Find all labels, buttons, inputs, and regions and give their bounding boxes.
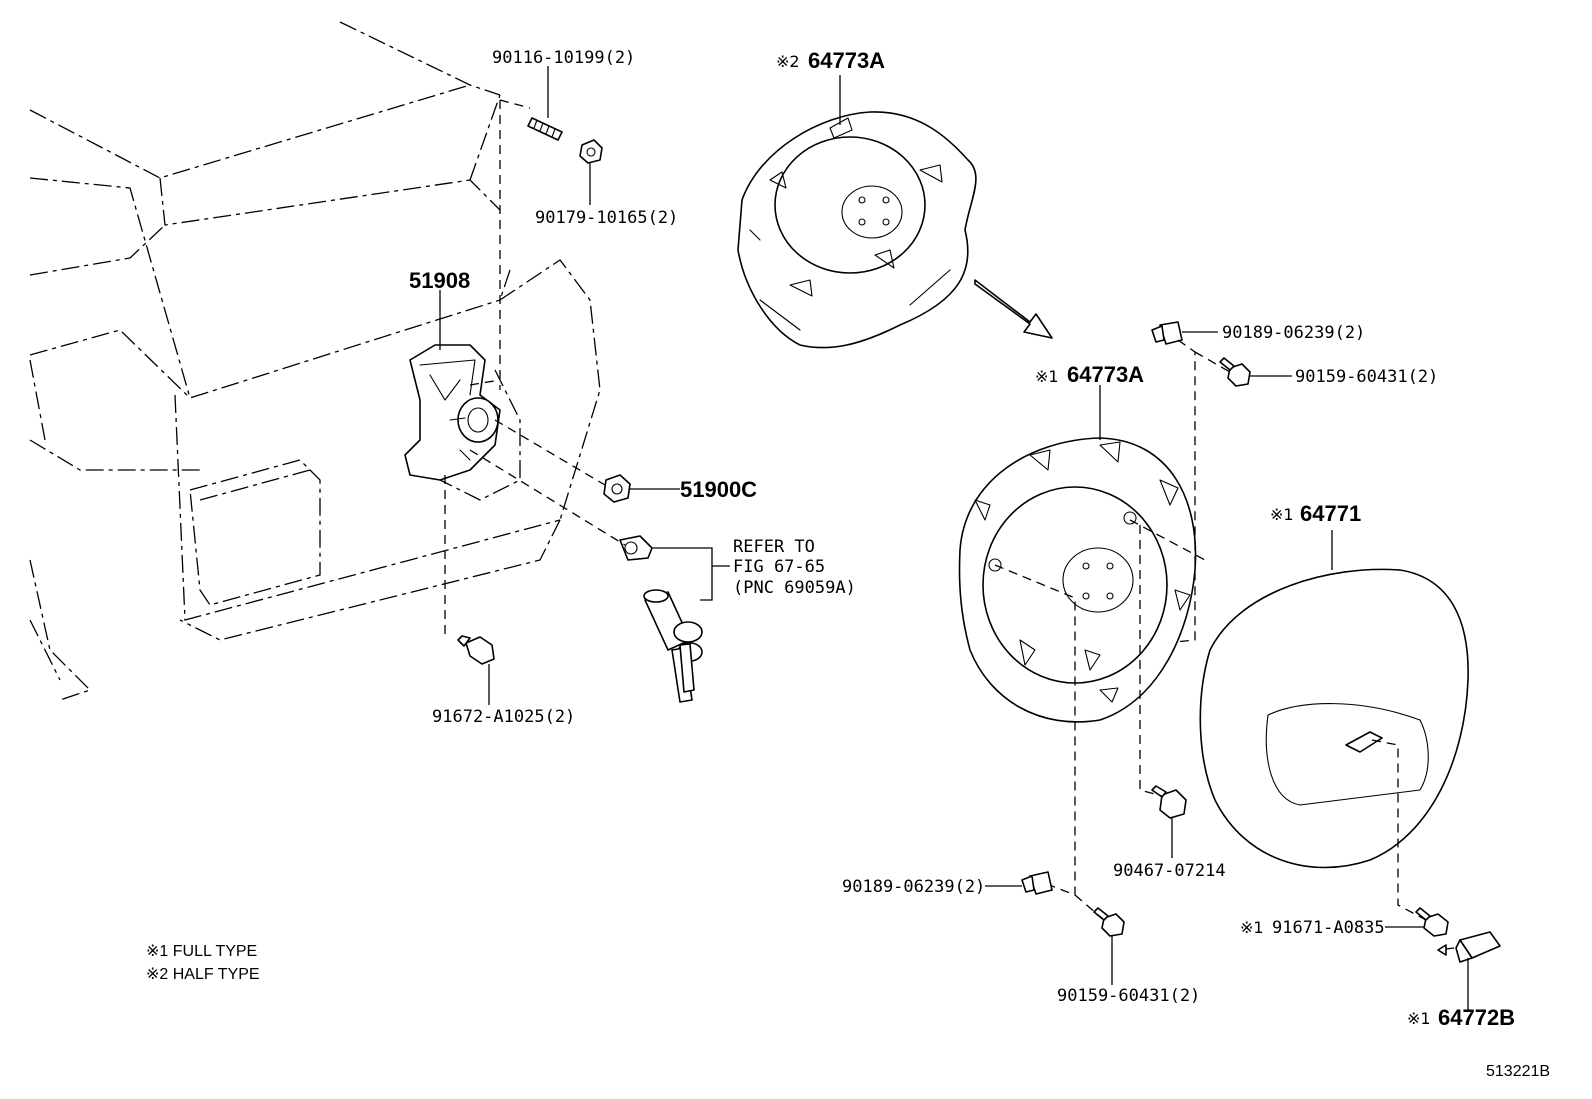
label-refer-line1: REFER TO [733,537,815,557]
label-90179: 90179-10165(2) [535,208,678,228]
lock-cylinder [619,535,653,561]
mark-64772b: ※1 [1407,1009,1431,1028]
label-64773a-full: 64773A [1067,362,1144,387]
screw-91671 [1415,907,1449,937]
clip-90189-bottom [1021,871,1053,895]
note-half-type: ※2 HALF TYPE [146,966,260,983]
mark-64773a-full: ※1 [1035,367,1059,386]
lock-key-set [643,589,703,703]
clip-90189-top [1151,321,1183,345]
nut-51900c [603,474,631,503]
label-51900c: 51900C [680,477,757,502]
label-90467: 90467-07214 [1113,861,1226,881]
cap-64772b [1437,931,1501,963]
spare-cover-full-64771 [1199,568,1469,869]
bolt-90467 [1151,785,1187,819]
assembly-lines-left [444,99,626,635]
label-90189-top: 90189-06239(2) [1222,323,1365,343]
label-51908: 51908 [409,268,470,293]
mark-64771: ※1 [1270,505,1294,524]
leader-lines [439,66,1469,1010]
label-91672: 91672-A1025(2) [432,707,575,727]
nut-90179 [579,139,603,164]
carrier-bracket-51908 [404,344,501,481]
label-90116: 90116-10199(2) [492,48,635,68]
label-90159-bottom: 90159-60431(2) [1057,986,1200,1006]
note-full-type: ※1 FULL TYPE [146,943,257,960]
label-90159-top: 90159-60431(2) [1295,367,1438,387]
arrow-indicator [974,279,1053,339]
screw-90159-top [1219,357,1251,387]
spare-cover-full-base-64773a [958,437,1197,723]
spare-cover-half-64773a [737,111,977,349]
label-64773a-half: 64773A [808,48,885,73]
figure-id: 513221B [1486,1063,1550,1080]
screw-90159-bottom [1093,907,1125,937]
vehicle-body-outline [29,21,601,701]
label-refer-line3: (PNC 69059A) [733,578,856,598]
mark-64773a-half: ※2 [776,52,800,71]
assembly-lines-right [994,339,1427,921]
label-91671: 91671-A0835 [1272,918,1385,938]
label-refer-line2: FIG 67-65 [733,557,825,577]
label-64771: 64771 [1300,501,1361,526]
mark-91671: ※1 [1240,918,1264,937]
bolt-91672 [457,635,495,665]
label-64772b: 64772B [1438,1005,1515,1030]
stud-bolt-90116 [527,117,563,141]
label-90189-bottom: 90189-06239(2) [842,877,985,897]
